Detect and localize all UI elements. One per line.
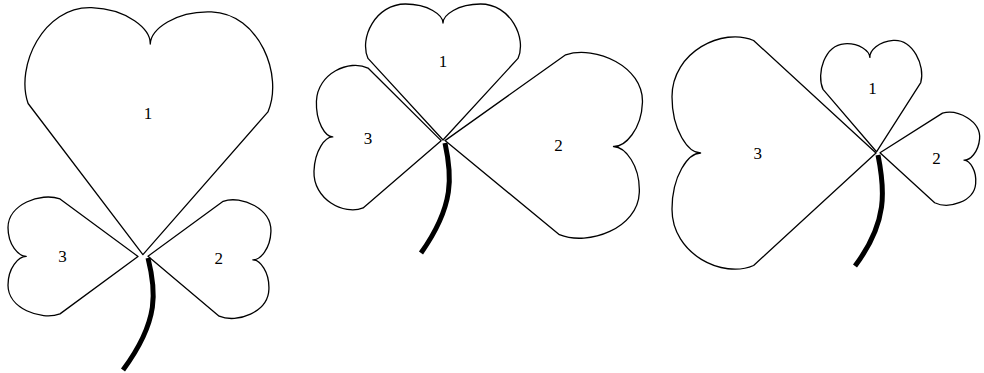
leaf-number: 1 (868, 80, 877, 97)
heart-path (19, 6, 275, 259)
heart-path (366, 4, 521, 140)
heart-path (442, 48, 644, 241)
leaf-shape: 1 (12, 3, 287, 258)
heart-path (876, 107, 982, 208)
leaf-number: 2 (932, 149, 941, 166)
heart-path (672, 37, 876, 269)
heart-outline (877, 106, 984, 212)
leaf-number: 2 (554, 136, 563, 153)
heart-outline (12, 3, 287, 258)
leaf-shape: 1 (813, 36, 928, 155)
heart-path (8, 197, 138, 316)
heart-outline (442, 42, 647, 249)
leaf-shape: 3 (669, 24, 879, 282)
leaf-shape: 1 (356, 1, 530, 143)
leaf-number: 3 (753, 145, 762, 162)
heart-path (313, 64, 444, 213)
heart-outline (310, 56, 444, 219)
stem (123, 258, 153, 370)
heart-outline (5, 189, 141, 324)
heart-path (819, 39, 928, 156)
leaf-number: 1 (439, 53, 448, 70)
stem (421, 143, 449, 253)
leaf-number: 3 (364, 130, 373, 147)
leaf-shape: 3 (310, 56, 444, 219)
leaf-shape: 2 (877, 106, 984, 212)
heart-path (146, 197, 272, 320)
stem (855, 155, 883, 266)
leaf-shape: 3 (5, 189, 141, 324)
leaf-number: 1 (144, 104, 153, 121)
leaf-number: 3 (58, 247, 67, 264)
leaf-number: 2 (214, 250, 223, 267)
leaf-shape: 2 (145, 192, 275, 327)
heart-outline (145, 192, 275, 327)
heart-outline (356, 1, 530, 143)
heart-outline (669, 24, 879, 282)
leaf-shape: 2 (442, 42, 647, 249)
